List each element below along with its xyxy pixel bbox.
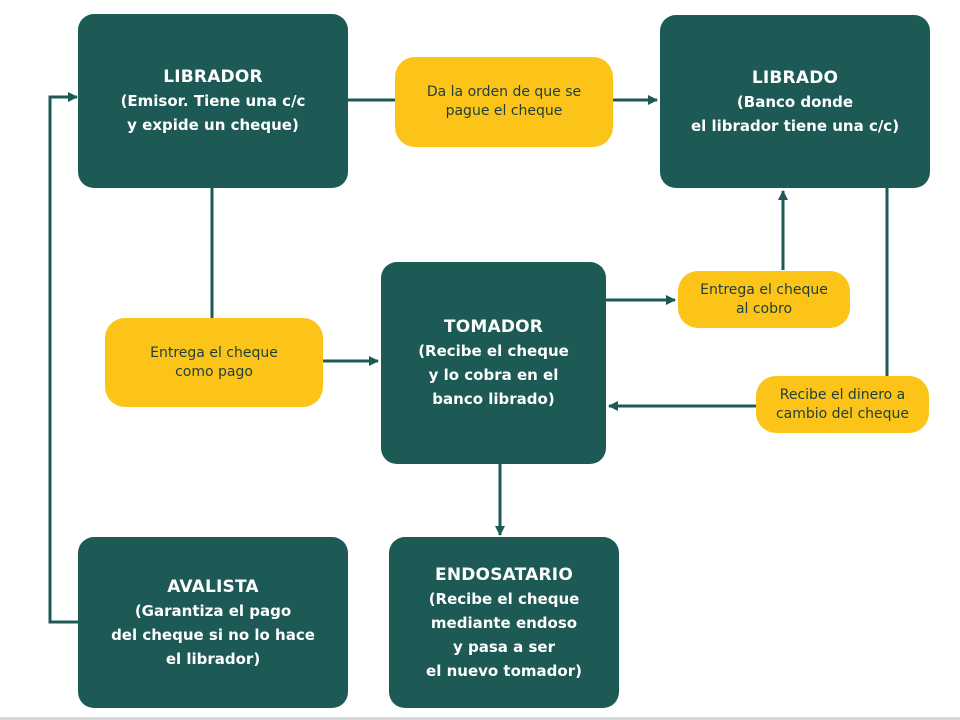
box-tomador: TOMADOR (Recibe el cheque y lo cobra en … bbox=[381, 262, 606, 464]
box-librado: LIBRADO (Banco donde el librador tiene u… bbox=[660, 15, 930, 188]
label-entrega-pago: Entrega el cheque como pago bbox=[105, 318, 323, 407]
librado-title: LIBRADO bbox=[751, 67, 839, 88]
box-endosatario: ENDOSATARIO (Recibe el cheque mediante e… bbox=[389, 537, 619, 708]
label-recibe-dinero: Recibe el dinero a cambio del cheque bbox=[756, 376, 929, 433]
tomador-desc: (Recibe el cheque y lo cobra en el banco… bbox=[418, 342, 569, 408]
box-avalista: AVALISTA (Garantiza el pago del cheque s… bbox=[78, 537, 348, 708]
librador-desc: (Emisor. Tiene una c/c y expide un chequ… bbox=[120, 92, 306, 134]
connector-avalista-librador bbox=[48, 92, 78, 624]
endosatario-desc: (Recibe el cheque mediante endoso y pasa… bbox=[426, 589, 582, 680]
librado-desc: (Banco donde el librador tiene una c/c) bbox=[690, 92, 900, 135]
avalista-title: AVALISTA bbox=[167, 576, 259, 597]
label-orden: Da la orden de que se pague el cheque bbox=[395, 57, 613, 147]
librador-title: LIBRADOR bbox=[163, 67, 263, 87]
bottom-border bbox=[0, 717, 960, 720]
avalista-desc: (Garantiza el pago del cheque si no lo h… bbox=[111, 601, 315, 668]
tomador-title: TOMADOR bbox=[443, 317, 544, 337]
box-librador: LIBRADOR (Emisor. Tiene una c/c y expide… bbox=[78, 14, 348, 188]
endosatario-title: ENDOSATARIO bbox=[435, 564, 573, 585]
label-entrega-cobro: Entrega el cheque al cobro bbox=[678, 271, 850, 328]
